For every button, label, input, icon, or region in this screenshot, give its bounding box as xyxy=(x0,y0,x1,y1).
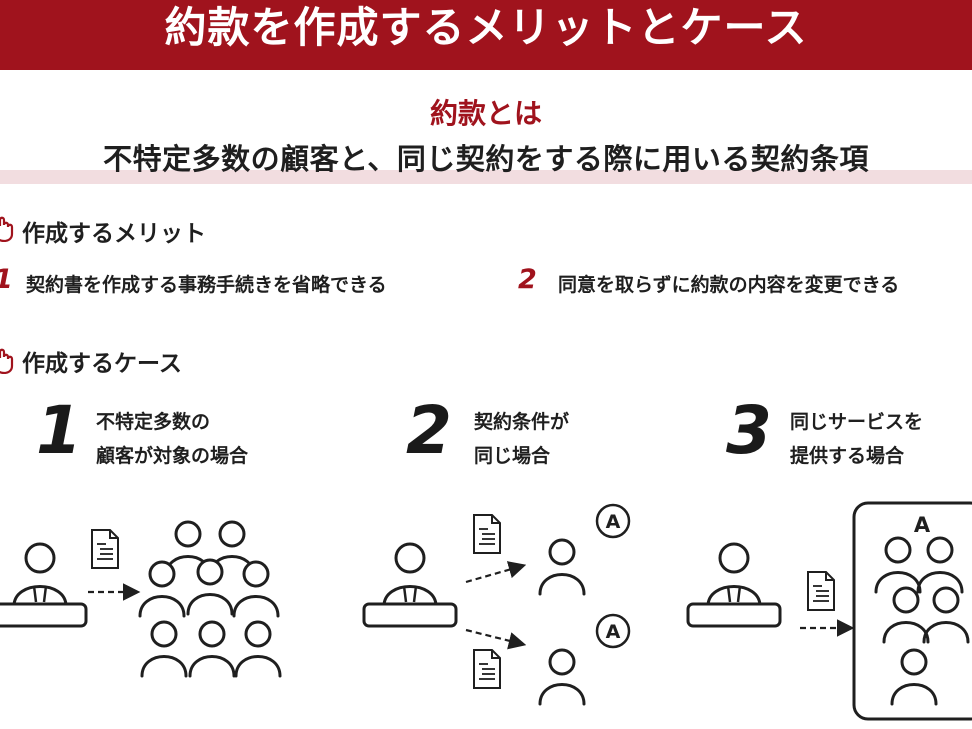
case-1-document-icon xyxy=(91,529,119,569)
case-1-crowd xyxy=(138,520,282,678)
case-2-line-2: 同じ場合 xyxy=(474,445,551,467)
case-2-line-1: 契約条件が xyxy=(474,411,570,433)
cases-title: 作成するケース xyxy=(22,351,182,377)
case-number-2: 2 xyxy=(406,392,452,469)
case-3-document-icon xyxy=(807,571,835,611)
case-2-customer-bottom xyxy=(538,648,586,706)
merits-title: 作成するメリット xyxy=(22,221,206,247)
case-1-line-2: 顧客が対象の場合 xyxy=(96,445,249,467)
case-1-line-1: 不特定多数の xyxy=(96,411,211,433)
pointing-hand-icon xyxy=(0,348,14,374)
svg-text:A: A xyxy=(606,621,621,643)
definition-text: 不特定多数の顧客と、同じ契約をする際に用いる契約条項 xyxy=(103,142,869,176)
case-3-line-2: 提供する場合 xyxy=(790,445,905,467)
page-title: 約款を作成するメリットとケース xyxy=(164,3,808,52)
merit-number-2: 2 xyxy=(518,264,537,295)
svg-text:A: A xyxy=(606,511,621,533)
case-2-arrow-bottom xyxy=(465,628,527,650)
cases-illustration: A A A xyxy=(0,501,972,721)
definition-label: 約款とは xyxy=(429,97,542,130)
case-3-clerk xyxy=(686,542,782,628)
case-3-group-label: A xyxy=(914,513,931,537)
case-2-badge-top: A xyxy=(595,503,631,539)
case-2-document-icon-bottom xyxy=(473,649,501,689)
pointing-hand-icon xyxy=(0,216,14,242)
case-2-arrow-top xyxy=(465,561,527,584)
case-number-3: 3 xyxy=(726,392,772,469)
header-banner: 約款を作成するメリットとケース xyxy=(0,0,972,70)
case-2-customer-top xyxy=(538,538,586,596)
merit-text-2: 同意を取らずに約款の内容を変更できる xyxy=(558,274,900,296)
case-2-badge-bottom: A xyxy=(595,613,631,649)
case-2-clerk xyxy=(362,542,458,628)
case-number-1: 1 xyxy=(36,392,82,469)
case-2-document-icon-top xyxy=(473,514,501,554)
merit-text-1: 契約書を作成する事務手続きを省略できる xyxy=(26,274,387,296)
case-1-clerk xyxy=(0,542,88,628)
merit-number-1: 1 xyxy=(0,264,13,295)
definition-highlight xyxy=(0,170,972,184)
case-3-line-1: 同じサービスを xyxy=(790,411,924,433)
